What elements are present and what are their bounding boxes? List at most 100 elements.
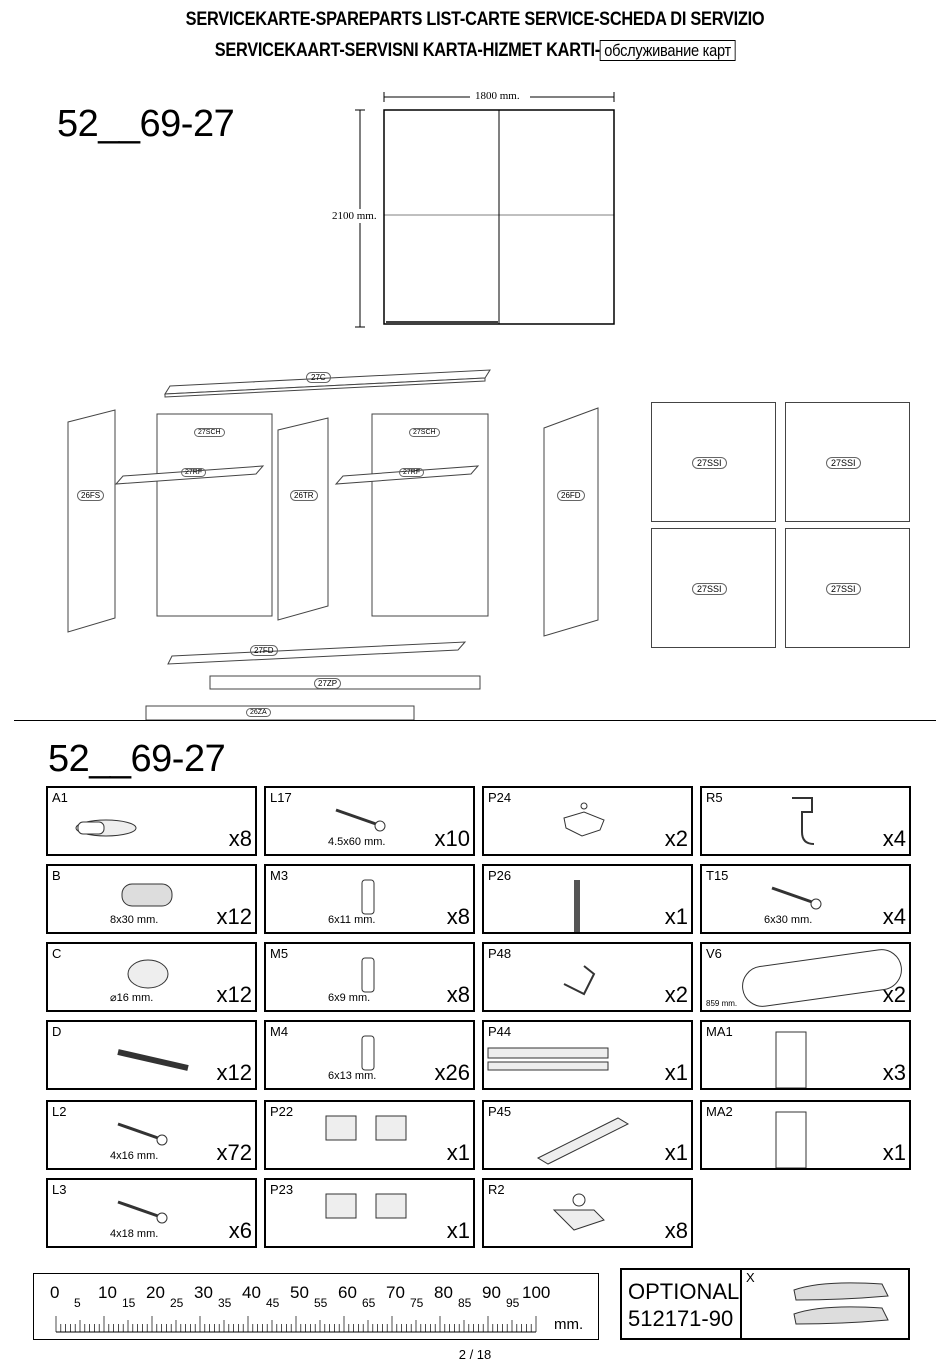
part-code: L17 (270, 790, 292, 805)
part-code: D (52, 1024, 62, 1039)
panels-exploded-view (67, 369, 599, 721)
width-dimension: 1800 mm. (475, 90, 520, 102)
track-icon (536, 1117, 630, 1165)
part-dimension: 4x16 mm. (110, 1150, 159, 1162)
optional-text: OPTIONAL 512171-90 (628, 1278, 739, 1332)
part-code: L3 (52, 1182, 67, 1197)
optional-article-number: 512171-90 (628, 1306, 734, 1331)
angle-bracket-icon (563, 965, 596, 996)
model-number-top: 52__69-27 (57, 103, 235, 145)
part-box-t15: T15 6x30 mm. x4 (700, 864, 911, 934)
part-quantity: x1 (446, 1218, 470, 1243)
euro-screw-icon (361, 1035, 375, 1071)
corner-profile-icon (775, 1031, 807, 1088)
part-code: P23 (270, 1182, 294, 1197)
ruler-major-label: 40 (242, 1283, 261, 1302)
ssi-label: 27SSI (826, 457, 861, 469)
screw-icon (117, 1200, 168, 1224)
part-box-p48: P48 x2 (482, 942, 693, 1012)
part-box-r5: R5 x4 (700, 786, 911, 856)
part-quantity: x8 (664, 1218, 688, 1243)
bracket-icon (563, 802, 605, 837)
part-quantity: x8 (446, 904, 470, 929)
part-dimension: 859 mm. (706, 999, 738, 1008)
part-box-m3: M3 6x11 mm. x8 (264, 864, 475, 934)
ssi-panel-2: 27SSI (785, 402, 910, 522)
part-dimension: 4.5x60 mm. (328, 836, 386, 848)
ruler-minor-label: 5 (74, 1296, 81, 1310)
ruler-minor-label: 45 (266, 1296, 280, 1310)
part-dimension: ⌀16 mm. (110, 992, 154, 1004)
part-code: T15 (706, 868, 729, 883)
part-dimension: 6x11 mm. (328, 914, 376, 926)
header-line-2-text: SERVICEKAART-SERVISNI KARTA-HIZMET KARTI… (214, 40, 600, 61)
part-quantity: x4 (882, 904, 906, 929)
ruler-minor-label: 25 (170, 1296, 184, 1310)
part-dimension: 6x13 mm. (328, 1070, 377, 1082)
ruler-minor-label: 15 (122, 1296, 136, 1310)
part-code: B (52, 868, 61, 883)
part-quantity: x12 (216, 904, 252, 929)
ssi-panel-3: 27SSI (651, 528, 776, 648)
ruler-minor-label: 85 (458, 1296, 472, 1310)
euro-screw-icon (361, 879, 375, 915)
rail-icon (742, 949, 902, 1007)
part-quantity: x4 (882, 826, 906, 851)
ssi-label: 27SSI (826, 583, 861, 595)
part-quantity: x8 (228, 826, 252, 851)
ruler-major-label: 0 (50, 1283, 59, 1302)
part-code: P22 (270, 1104, 294, 1119)
screw-icon (771, 886, 822, 910)
optional-x: X (746, 1270, 755, 1285)
ruler-major-label: 60 (338, 1283, 357, 1302)
panel-label-26za: 26ZA (246, 708, 271, 717)
handle-icon (793, 1282, 889, 1325)
part-quantity: x12 (216, 1060, 252, 1085)
part-code: M3 (270, 868, 289, 883)
part-quantity: x1 (664, 1140, 688, 1165)
ruler-major-label: 90 (482, 1283, 501, 1302)
ruler-minor-label: 35 (218, 1296, 232, 1310)
part-code: P44 (488, 1024, 512, 1039)
page-number: 2 / 18 (458, 1347, 492, 1362)
optional-label: OPTIONAL (628, 1279, 740, 1304)
brush-strip-icon (574, 880, 580, 932)
ruler-minor-label: 75 (410, 1296, 424, 1310)
ruler-major-label: 80 (434, 1283, 453, 1302)
part-code: R2 (488, 1182, 505, 1197)
panel-label-27c: 27C (306, 372, 331, 383)
part-quantity: x6 (228, 1218, 252, 1243)
panel-label-27sch-2: 27SCH (409, 428, 440, 437)
part-code: P45 (488, 1104, 512, 1119)
part-dimension: 6x30 mm. (764, 914, 813, 926)
cam-lock-icon (127, 959, 169, 989)
part-quantity: x2 (882, 982, 906, 1007)
ruler-unit: mm. (554, 1316, 584, 1333)
screw-icon (335, 808, 386, 832)
part-code: M5 (270, 946, 289, 961)
part-code: P48 (488, 946, 512, 961)
roller-set-icon (325, 1115, 407, 1141)
ruler-minor-label: 95 (506, 1296, 520, 1310)
panel-label-26fs: 26FS (77, 490, 105, 501)
part-code: P24 (488, 790, 512, 805)
part-quantity: x2 (664, 982, 688, 1007)
part-code: R5 (706, 790, 723, 805)
euro-screw-icon (361, 957, 375, 993)
part-code: C (52, 946, 62, 961)
ruler-minor-label: 65 (362, 1296, 376, 1310)
part-box-p45: P45 x1 (482, 1100, 693, 1170)
part-box-c: C⌀16 mm.x12 (46, 942, 257, 1012)
height-dimension: 2100 mm. (332, 210, 377, 222)
optional-separator (740, 1270, 742, 1338)
